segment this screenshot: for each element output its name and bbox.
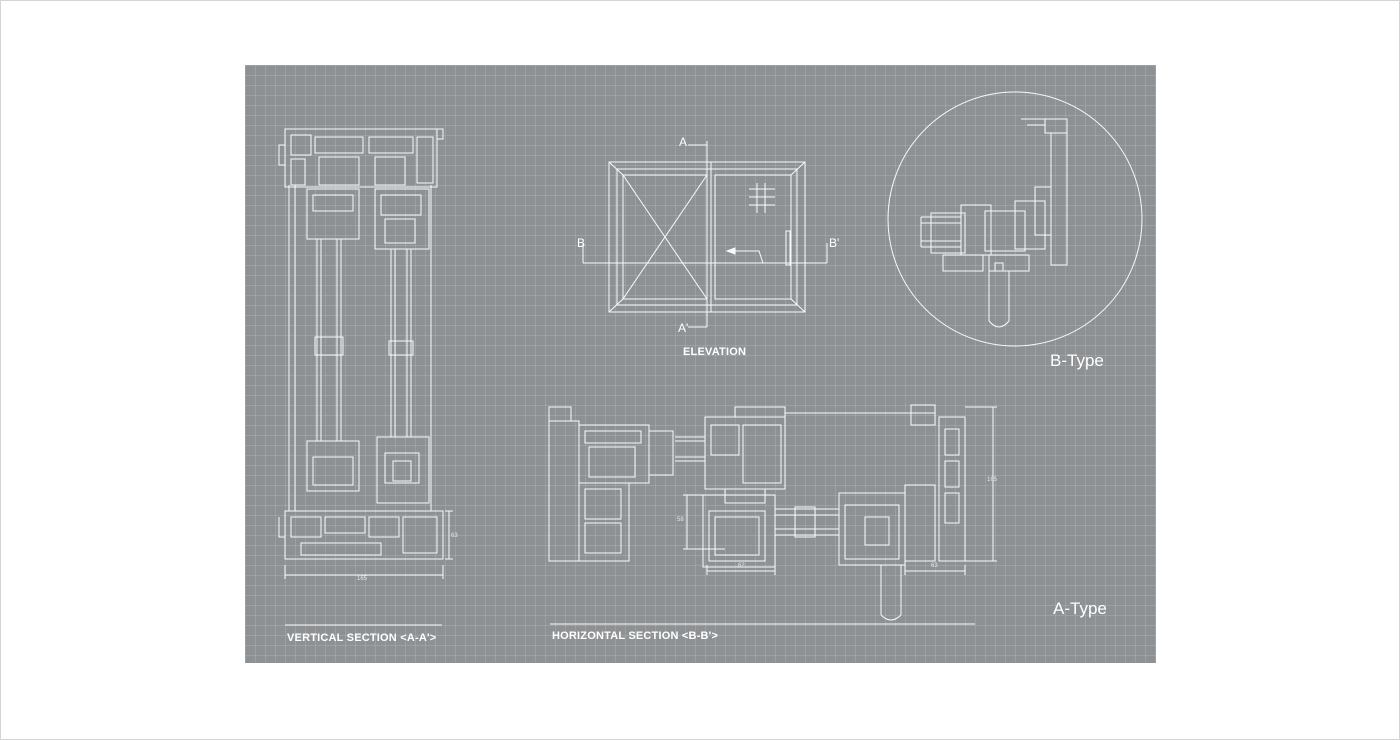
section-mark-b-right: B' xyxy=(829,236,840,250)
elevation-drawing xyxy=(582,141,828,328)
dimension-horizontal-58: 58 xyxy=(677,517,684,523)
dimension-horizontal-62: 62 xyxy=(738,563,745,569)
a-type-label: A-Type xyxy=(1053,599,1107,618)
blueprint-sheet: A A' B B' 165 63 62 63 58 165 ELEVATION … xyxy=(245,65,1156,663)
horizontal-section-label: HORIZONTAL SECTION <B-B'> xyxy=(552,630,719,642)
elevation-label: ELEVATION xyxy=(683,346,747,358)
b-type-detail-drawing xyxy=(887,91,1143,347)
horizontal-section-drawing xyxy=(548,404,997,621)
section-mark-b-left: B xyxy=(577,236,586,250)
dimension-horizontal-63: 63 xyxy=(931,563,938,569)
blueprint-drawing xyxy=(278,91,1143,626)
vertical-section-drawing xyxy=(278,128,453,579)
dimension-vertical-side: 63 xyxy=(451,533,458,539)
b-type-label: B-Type xyxy=(1050,351,1104,370)
dimension-vertical-width: 165 xyxy=(357,576,368,582)
section-mark-a-bottom: A' xyxy=(678,321,689,335)
vertical-section-label: VERTICAL SECTION <A-A'> xyxy=(287,632,437,644)
section-mark-a-top: A xyxy=(679,135,688,149)
dimension-horizontal-height: 165 xyxy=(987,477,998,483)
